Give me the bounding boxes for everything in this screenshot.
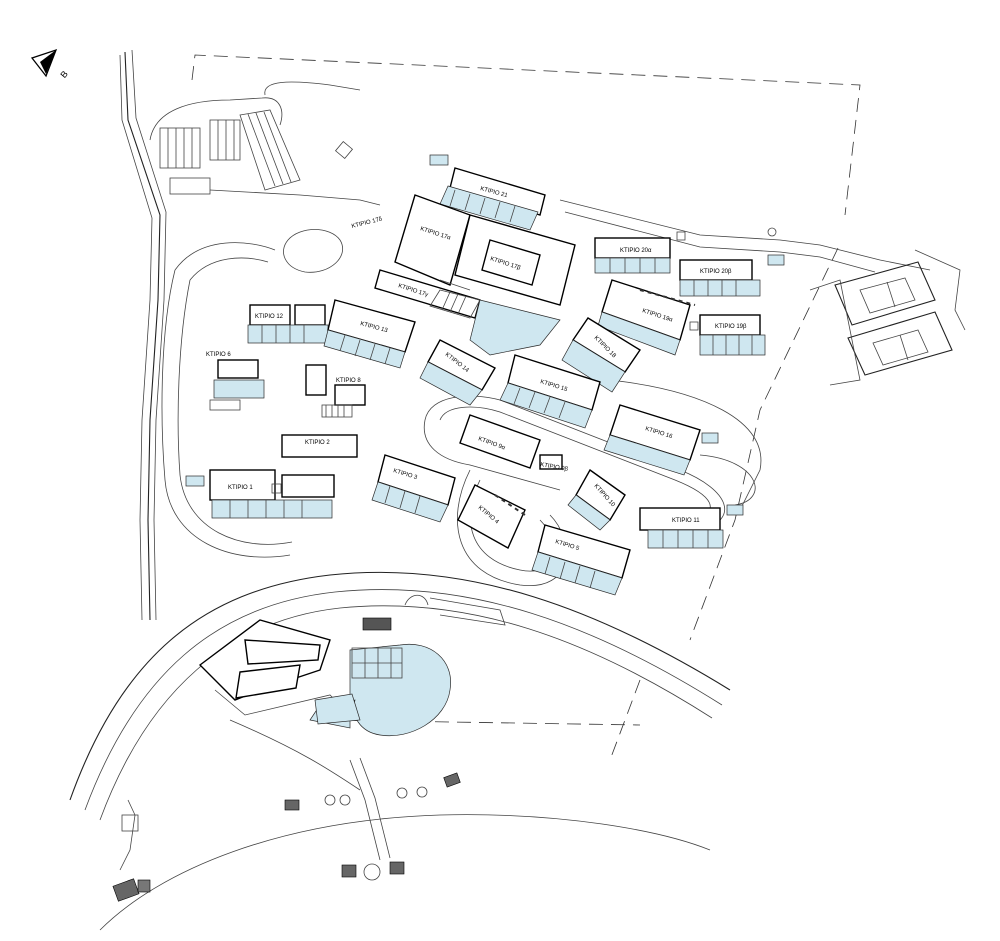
building-20: ΚΤΙΡΙΟ 20α ΚΤΙΡΙΟ 20β [594,227,785,297]
building-3: ΚΤΙΡΙΟ 3 [371,454,456,523]
building-15: ΚΤΙΡΙΟ 15 [499,354,601,429]
building-1: ΚΤΙΡΙΟ 1 [185,469,335,519]
compass-letter: B [58,69,70,80]
building-18: ΚΤΙΡΙΟ 18 [561,317,641,393]
building-label: ΚΤΙΡΙΟ 8 [336,378,361,384]
building-14: ΚΤΙΡΙΟ 14 [419,339,496,406]
north-arrow-icon: B [30,48,70,80]
building-label: ΚΤΙΡΙΟ 9β [540,462,569,473]
building-4: ΚΤΙΡΙΟ 4 [457,484,526,549]
building-2: ΚΤΙΡΙΟ 2 [281,434,358,458]
roundabout-island [283,229,343,273]
building-label: ΚΤΙΡΙΟ 20β [700,269,732,275]
building-12: ΚΤΙΡΙΟ 12 [247,304,329,344]
building-label: ΚΤΙΡΙΟ 6 [206,352,231,358]
building-label: ΚΤΙΡΙΟ 19β [715,324,747,330]
building-label: ΚΤΙΡΙΟ 12 [255,314,284,320]
building-19: ΚΤΙΡΙΟ 19α ΚΤΙΡΙΟ 19β [597,279,766,356]
building-label: ΚΤΙΡΙΟ 20α [620,248,652,254]
building-10: ΚΤΙΡΙΟ 10 [567,468,626,531]
building-11: ΚΤΙΡΙΟ 11 [639,504,744,549]
building-label: ΚΤΙΡΙΟ 2 [305,440,330,446]
building-21: ΚΤΙΡΙΟ 21 [429,154,546,231]
beach-area [99,719,711,931]
building-17: ΚΤΙΡΙΟ 17α ΚΤΙΡΙΟ 17β ΚΤΙΡΙΟ 17γ ΚΤΙΡΙΟ … [351,194,576,356]
building-6: ΚΤΙΡΙΟ 6 [206,352,265,411]
building-5: ΚΤΙΡΙΟ 5 [531,524,631,596]
building-9: ΚΤΙΡΙΟ 9α ΚΤΙΡΙΟ 9β [459,414,569,473]
building-label: ΚΤΙΡΙΟ 17δ [351,216,384,230]
parking-area [149,81,381,206]
main-building-pool-area [198,594,506,737]
building-16: ΚΤΙΡΙΟ 16 [603,404,719,476]
building-label: ΚΤΙΡΙΟ 11 [672,518,700,524]
building-label: ΚΤΙΡΙΟ 1 [228,485,253,491]
building-8: ΚΤΙΡΙΟ 8 [305,364,366,418]
tennis-courts [809,249,966,386]
building-13: ΚΤΙΡΙΟ 13 [323,299,416,369]
